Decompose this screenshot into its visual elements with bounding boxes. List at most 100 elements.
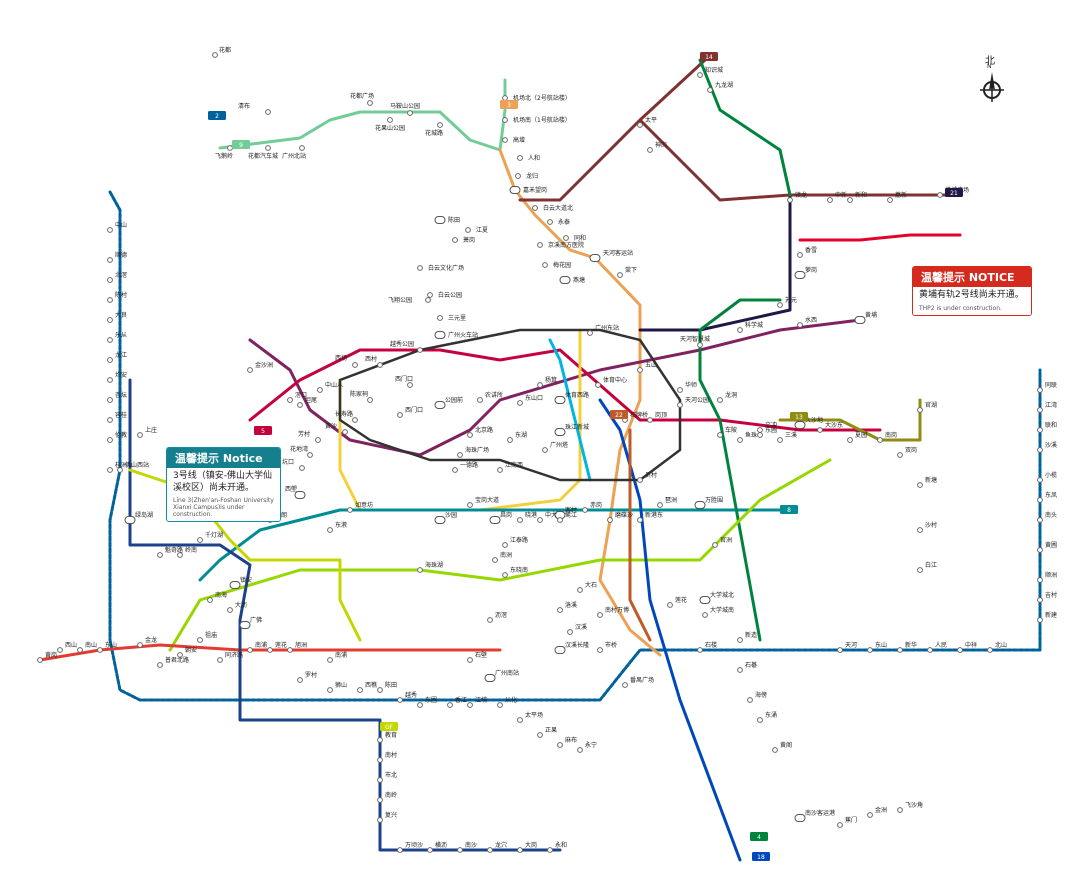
station-lvdaotang-label: 绿岛湖 bbox=[135, 511, 153, 519]
station-xichang-icon bbox=[352, 362, 358, 368]
station-xiangxue-icon bbox=[797, 252, 803, 258]
station-baiyun_square-label: 白云大道北 bbox=[543, 204, 573, 212]
station-xintang-icon bbox=[917, 482, 923, 488]
station-yuexiu2-icon bbox=[397, 697, 403, 703]
station-shiqi-label: 石碁 bbox=[745, 661, 757, 669]
station-tonglian-icon bbox=[1037, 387, 1043, 393]
station-chigang-icon bbox=[582, 507, 588, 513]
station-lujiang-icon bbox=[557, 517, 563, 523]
station-feisha-icon bbox=[897, 807, 903, 813]
station-huangpu-label: 黄埔 bbox=[865, 311, 877, 319]
station-huaducar-label: 花都汽车城 bbox=[248, 152, 278, 160]
station-baijiang-label: 白江 bbox=[925, 561, 937, 569]
station-longgui-label: 龙归 bbox=[526, 172, 538, 180]
svg-text:13: 13 bbox=[795, 414, 803, 421]
station-nanpu-label: 南浦 bbox=[335, 651, 347, 659]
station-sanyuanli-icon bbox=[437, 315, 443, 321]
station-nangang-icon bbox=[877, 437, 883, 443]
station-lunjiao-label: 伦教 bbox=[115, 431, 127, 439]
station-changshou-icon bbox=[352, 417, 358, 423]
station-xiqiao-label: 西樵 bbox=[365, 681, 377, 689]
line4b-path bbox=[698, 298, 782, 642]
line-tag-5: 5 bbox=[254, 426, 272, 435]
station-chencun-label: 陈村 bbox=[115, 291, 127, 299]
station-ximencun-label: 西村 bbox=[365, 355, 377, 363]
station-zumiao-label: 祖庙 bbox=[205, 631, 217, 639]
station-canton_tower-label: 广州塔 bbox=[550, 441, 568, 449]
station-nantou-icon bbox=[1037, 517, 1043, 523]
station-yuancun-icon bbox=[637, 477, 643, 483]
station-hengli-label: 横沥 bbox=[435, 841, 447, 849]
station-sanxi-label: 三溪 bbox=[785, 431, 797, 439]
station-nansha_pier-label: 南沙客运港 bbox=[805, 809, 835, 817]
station-tongji-icon bbox=[217, 657, 223, 663]
station-hanxi2-icon bbox=[567, 629, 573, 635]
station-huacheng_road-label: 花城路 bbox=[425, 129, 443, 137]
station-shibei-icon bbox=[377, 777, 383, 783]
station-higher_edu-label: 大学城北 bbox=[710, 591, 734, 599]
station-airport_south-icon bbox=[502, 117, 508, 123]
station-jiangtai-icon bbox=[502, 542, 508, 548]
station-huadiwan-icon bbox=[307, 452, 313, 458]
station-kecun-label: 客村 bbox=[565, 506, 577, 514]
station-jiaomen-label: 蕉门 bbox=[845, 816, 857, 824]
station-yuzhu-icon bbox=[737, 437, 743, 443]
station-tianhe_smart-icon bbox=[697, 342, 703, 348]
station-nanzhou-icon bbox=[492, 557, 498, 563]
station-chentian-icon bbox=[434, 216, 446, 224]
station-xiaogang2-icon bbox=[517, 517, 523, 523]
station-panyu_square-icon bbox=[622, 682, 628, 688]
station-shishan-label: 狮山 bbox=[335, 681, 347, 689]
station-chentian2-icon bbox=[377, 687, 383, 693]
station-nancun-icon bbox=[597, 612, 603, 618]
station-zhongshanba-icon bbox=[317, 387, 323, 393]
station-dongjiao-icon bbox=[327, 527, 333, 533]
station-conghua-icon bbox=[497, 702, 503, 708]
station-xishan-label: 西山 bbox=[65, 641, 77, 649]
station-xinjian-label: 新建 bbox=[1045, 611, 1057, 619]
station-yantang-label: 燕塘 bbox=[573, 276, 585, 284]
svg-text:9: 9 bbox=[239, 142, 243, 149]
svg-text:4: 4 bbox=[757, 834, 761, 841]
station-qiandeng-icon bbox=[197, 537, 203, 543]
station-chenjiaci-icon bbox=[367, 397, 373, 403]
station-taiping-label: 太平 bbox=[645, 116, 657, 124]
station-dongshankou-icon bbox=[517, 400, 523, 406]
station-xiayuan-label: 夏园 bbox=[855, 432, 867, 439]
station-maba-label: 麻布 bbox=[565, 736, 577, 744]
line5-path bbox=[248, 348, 882, 432]
station-suyuan-icon bbox=[777, 302, 783, 308]
compass-label: 北 bbox=[985, 56, 995, 67]
station-dashi-icon bbox=[577, 587, 583, 593]
station-jiaokou-label: 滘口 bbox=[295, 391, 307, 399]
station-guanzhou-icon bbox=[712, 542, 718, 548]
station-donghu-label: 东湖 bbox=[515, 431, 527, 439]
station-xiqiao-icon bbox=[357, 687, 363, 693]
station-shilou-label: 石楼 bbox=[705, 641, 717, 649]
station-labels: 花都清布花都广场马鞍山公园花城路广州北站花果山公园飞鹅岭花都汽车城机场北（2号航… bbox=[45, 46, 1057, 849]
station-dongpu2-icon bbox=[417, 702, 423, 708]
line-tag-3: 3 bbox=[500, 100, 518, 109]
station-nanpu2-icon bbox=[247, 647, 253, 653]
station-shibi-label: 石壁 bbox=[475, 651, 487, 659]
station-chentian2-label: 陈田 bbox=[385, 681, 397, 689]
station-beishan-label: 北山 bbox=[995, 641, 1007, 649]
station-zhongshanba-label: 中山八 bbox=[325, 381, 343, 389]
station-baogang-label: 宝岗大道 bbox=[475, 496, 499, 504]
station-modiesha-icon bbox=[607, 517, 613, 523]
station-xiaogang-label: 萧岗 bbox=[463, 236, 475, 244]
station-zhongxiang-label: 中祥 bbox=[965, 641, 977, 649]
station-qiandeng-label: 千灯湖 bbox=[205, 531, 223, 539]
station-ruyifang-label: 如意坊 bbox=[355, 501, 373, 509]
station-dashadi-label: 大沙地 bbox=[805, 416, 823, 424]
station-taiping-icon bbox=[637, 122, 643, 128]
station-longxue-label: 龙穴 bbox=[495, 841, 507, 849]
station-chebei-icon bbox=[717, 432, 723, 438]
station-hanxi2-label: 汉溪 bbox=[575, 623, 587, 631]
station-beishan-icon bbox=[987, 647, 993, 653]
station-xingtan-icon bbox=[107, 397, 113, 403]
station-maba-icon bbox=[557, 742, 563, 748]
station-renmin-icon bbox=[927, 647, 933, 653]
compass-sub: N bbox=[987, 63, 992, 70]
station-gaozeng-icon bbox=[502, 137, 508, 143]
